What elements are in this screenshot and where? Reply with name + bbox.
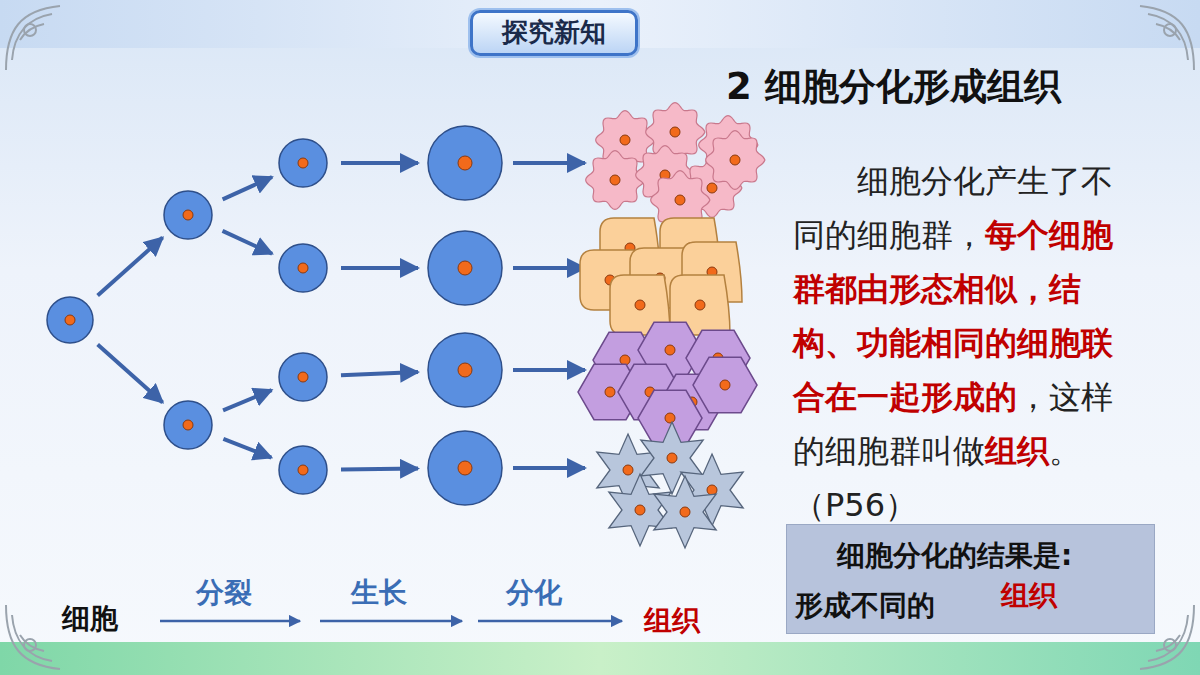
flow-step: 分化 [506,574,562,612]
slide-title: 2 细胞分化形成组织 [726,62,1061,112]
flow-step: 分裂 [196,574,252,612]
node-text: 组织 [1001,577,1057,615]
flow-arrows [160,621,622,622]
flow-start: 细胞 [62,600,118,638]
section-badge: 探究新知 [470,10,638,56]
node-text: 形成不同的 [795,587,935,625]
node-text: 探究新知 [502,15,606,50]
highlight-text: 组织 [985,432,1049,470]
cell-tree [47,126,585,505]
definition-paragraph: 细胞分化产生了不同的细胞群，每个细胞群都由形态相似，结构、功能相同的细胞联合在一… [793,154,1143,532]
tissue-clusters [578,103,765,548]
result-box: 细胞分化的结果是: 形成不同的 组织 [786,524,1155,634]
node-text: 细胞分化的结果是: [837,537,1072,575]
bottom-band [0,642,1200,675]
flow-end: 组织 [644,602,700,640]
corner-ornaments [6,6,1194,669]
flow-step: 生长 [351,574,407,612]
